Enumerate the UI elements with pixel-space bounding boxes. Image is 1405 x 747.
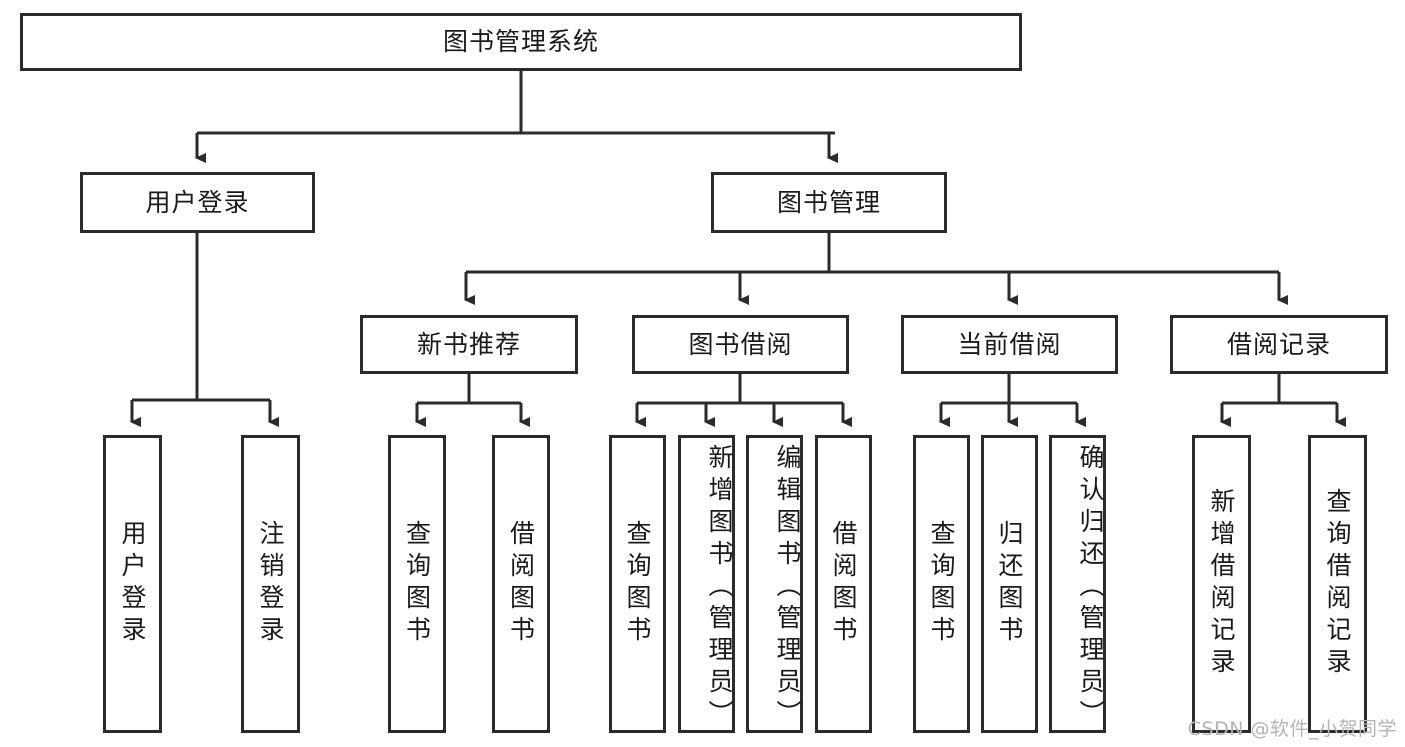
leaf-label: 用户登录 (118, 520, 147, 648)
leaf-user-login-login[interactable]: 用户登录 (103, 435, 162, 733)
node-borrow-record[interactable]: 借阅记录 (1170, 315, 1388, 374)
csdn-watermark: CSDN @软件_小贺同学 (1187, 718, 1397, 740)
node-current-borrow[interactable]: 当前借阅 (901, 315, 1118, 374)
leaf-label: 新增借阅记录 (1207, 488, 1236, 680)
leaf-new-book-borrow[interactable]: 借阅图书 (492, 435, 550, 733)
leaf-label: 查询图书 (402, 520, 432, 648)
leaf-label: 借阅图书 (829, 520, 858, 648)
leaf-label: 新增图书（管理员） (705, 444, 734, 732)
leaf-book-borrow-borrow[interactable]: 借阅图书 (815, 435, 872, 733)
leaf-new-book-query[interactable]: 查询图书 (388, 435, 446, 733)
leaf-borrow-record-add[interactable]: 新增借阅记录 (1192, 435, 1251, 733)
node-book-management[interactable]: 图书管理 (711, 172, 947, 233)
leaf-label: 编辑图书（管理员） (773, 444, 802, 732)
leaf-book-borrow-add[interactable]: 新增图书（管理员） (678, 435, 735, 733)
leaf-borrow-record-query[interactable]: 查询借阅记录 (1308, 435, 1367, 733)
leaf-label: 查询图书 (623, 520, 652, 648)
leaf-current-borrow-query[interactable]: 查询图书 (913, 435, 970, 733)
leaf-label: 查询图书 (927, 520, 956, 648)
node-new-book-recommend[interactable]: 新书推荐 (360, 315, 578, 374)
node-user-login[interactable]: 用户登录 (80, 172, 315, 233)
leaf-label: 确认归还（管理员） (1076, 444, 1105, 732)
leaf-book-borrow-edit[interactable]: 编辑图书（管理员） (746, 435, 803, 733)
leaf-label: 注销登录 (256, 520, 285, 648)
leaf-label: 归还图书 (995, 520, 1024, 648)
leaf-current-borrow-return[interactable]: 归还图书 (981, 435, 1038, 733)
leaf-user-login-logout[interactable]: 注销登录 (241, 435, 300, 733)
leaf-current-borrow-confirm-return[interactable]: 确认归还（管理员） (1049, 435, 1106, 733)
leaf-label: 借阅图书 (506, 520, 536, 648)
leaf-label: 查询借阅记录 (1323, 488, 1352, 680)
leaf-book-borrow-query[interactable]: 查询图书 (609, 435, 666, 733)
node-book-borrow[interactable]: 图书借阅 (632, 315, 849, 374)
node-root-system[interactable]: 图书管理系统 (20, 13, 1022, 71)
